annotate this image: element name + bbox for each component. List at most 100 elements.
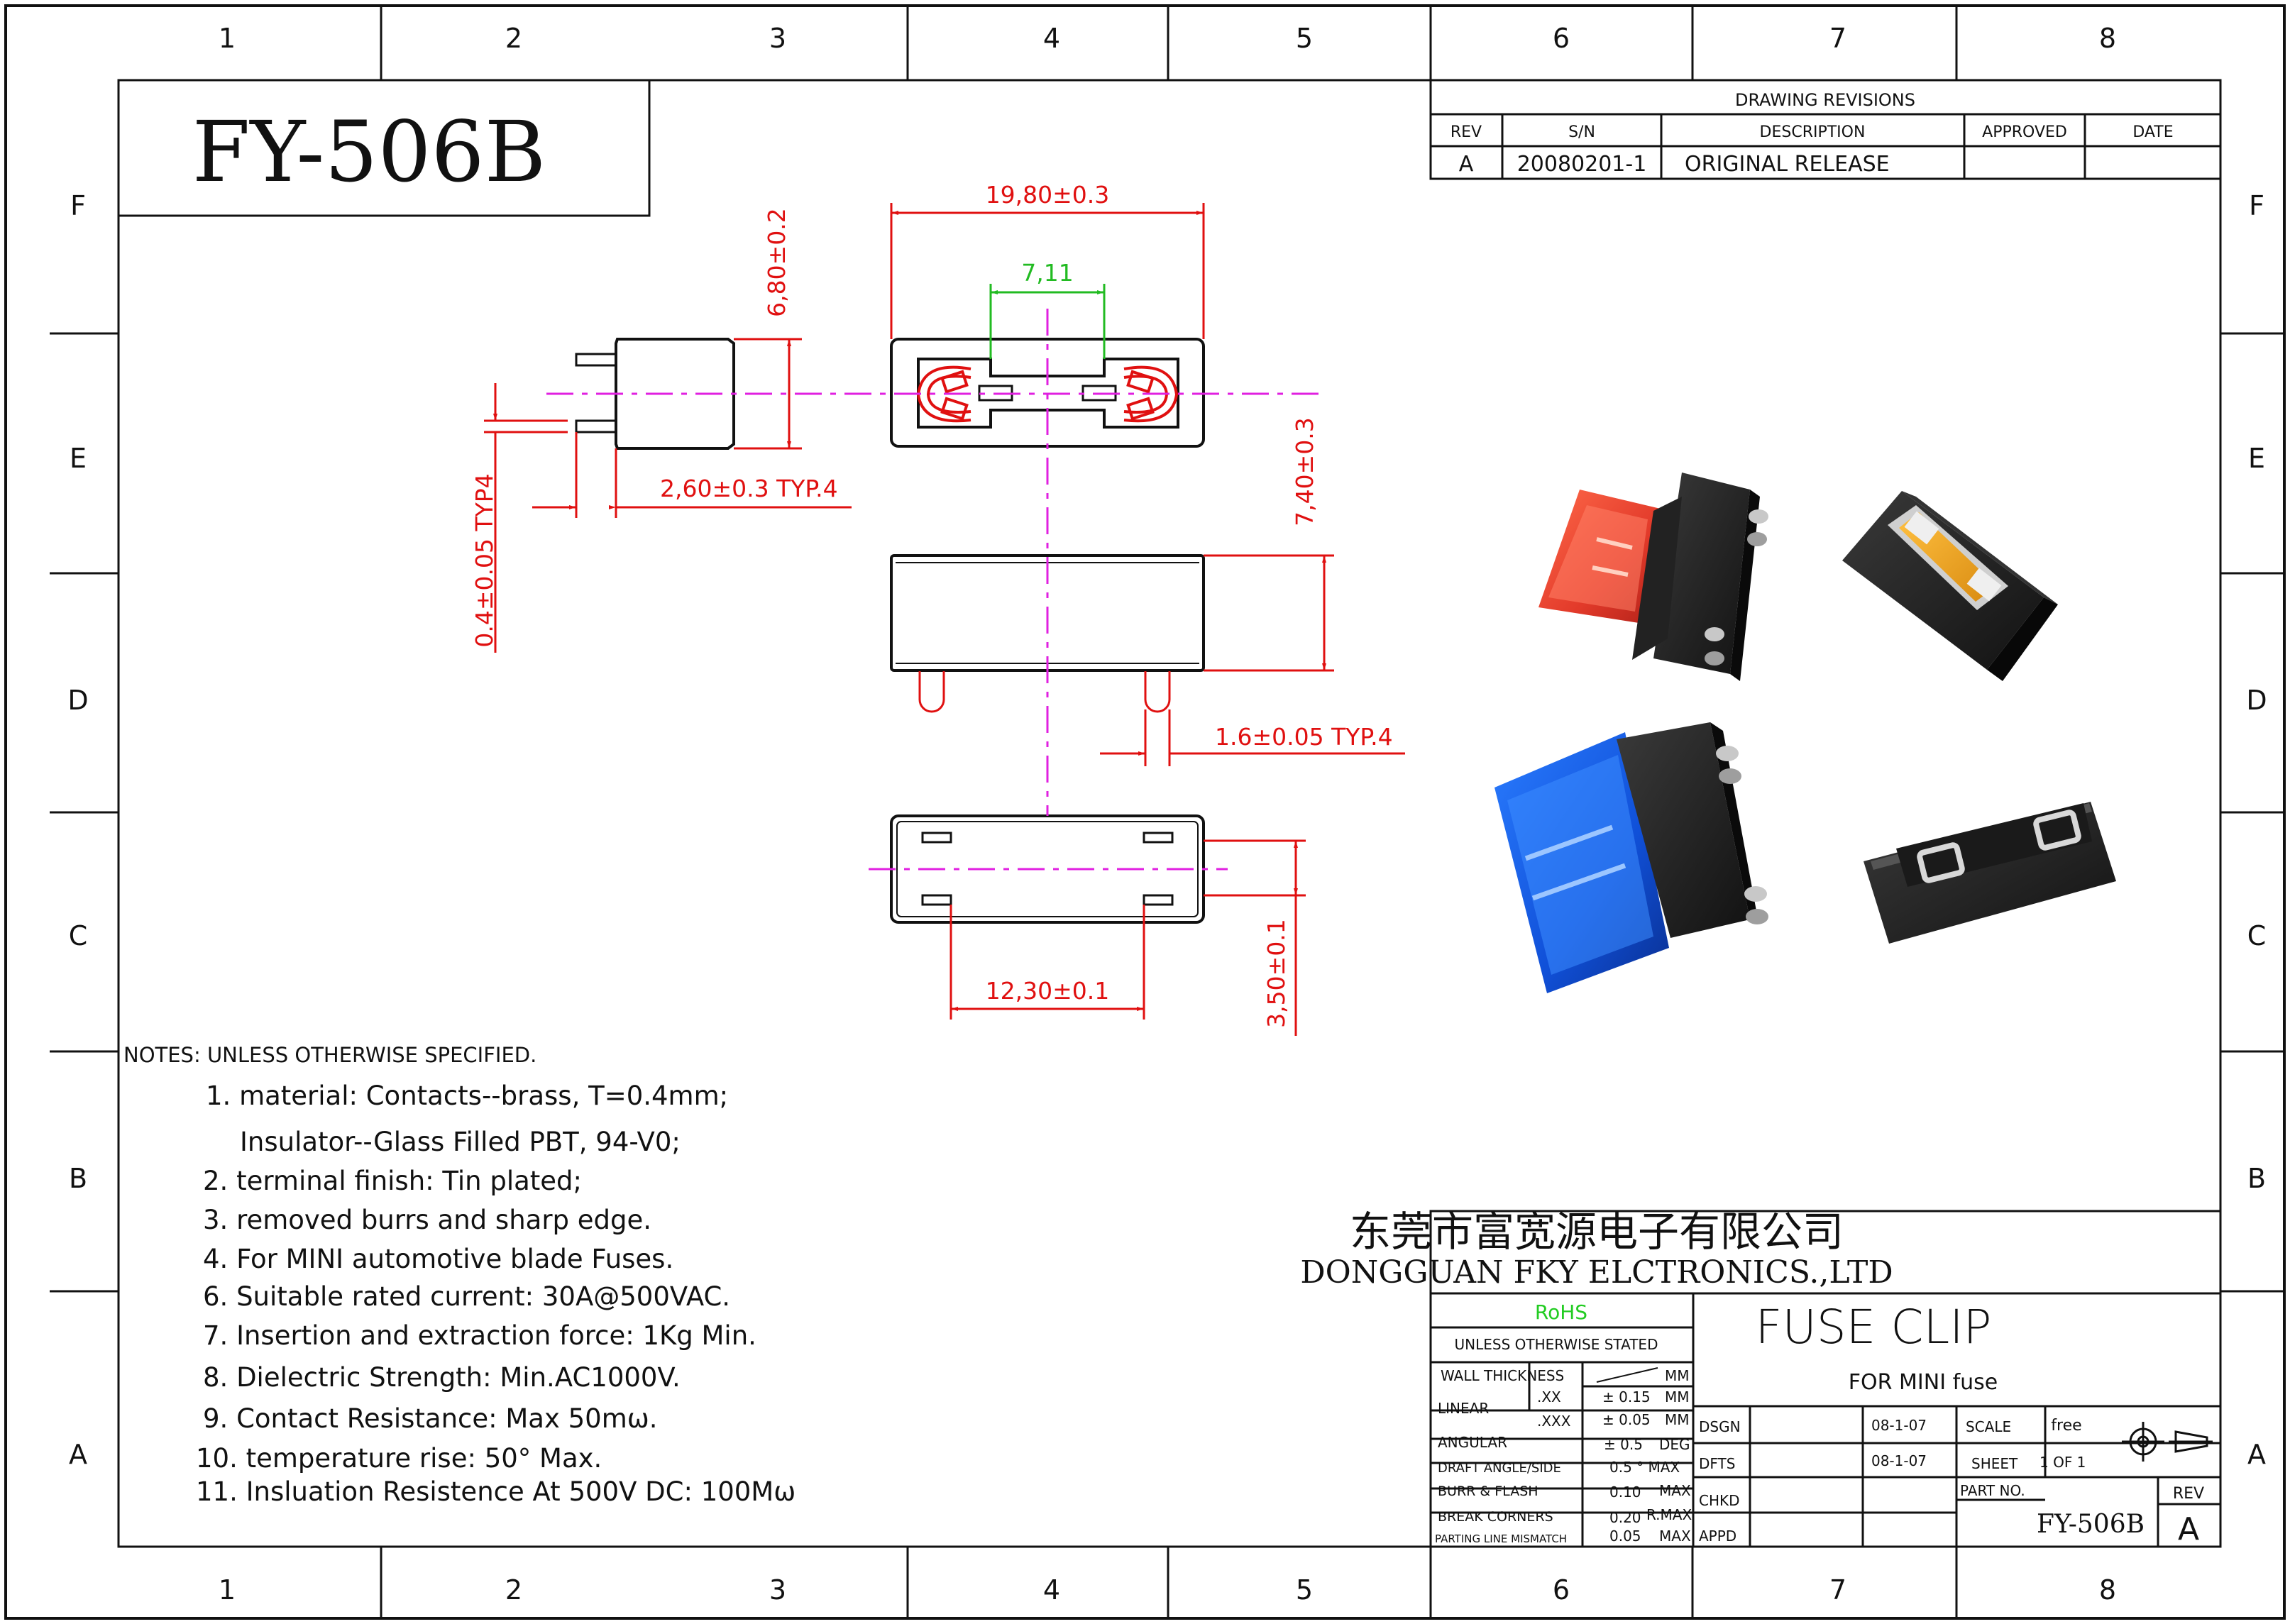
date-col-header: DATE	[2132, 123, 2173, 141]
scale-value: free	[2051, 1417, 2081, 1435]
zone-ticks	[50, 6, 2284, 1618]
zone-col-bottom: 6	[1553, 1574, 1570, 1606]
dim-length: 19,80±0.3	[986, 181, 1110, 209]
mm-unit: MM	[1665, 1411, 1690, 1428]
part-number-title: FY-506B	[192, 103, 546, 201]
notes-header: NOTES: UNLESS OTHERWISE SPECIFIED.	[123, 1043, 536, 1067]
zone-col-top: 4	[1043, 23, 1060, 54]
zone-row-left: D	[67, 685, 88, 716]
drawing-title: FUSE CLIP	[1756, 1300, 1992, 1354]
unless-stated: UNLESS OTHERWISE STATED	[1455, 1336, 1658, 1353]
pins	[918, 671, 1171, 713]
photo-red-fuse-in-holder	[1538, 473, 1768, 681]
angular-tolerance: ± 0.5	[1604, 1436, 1643, 1453]
break-corners-label: BREAK CORNERS	[1438, 1509, 1553, 1525]
mm-unit: MM	[1665, 1388, 1690, 1405]
note-item: 4. For MINI automotive blade Fuses.	[203, 1244, 673, 1274]
note-item: 1. material: Contacts--brass, T=0.4mm;	[206, 1081, 728, 1111]
zone-col-top: 1	[219, 23, 236, 54]
rev-col-header: REV	[1450, 123, 1482, 141]
chkd-label: CHKD	[1699, 1492, 1740, 1509]
zone-row-left: A	[69, 1439, 87, 1470]
wall-thickness-label: WALL THICKNESS	[1441, 1367, 1564, 1384]
deg-unit: DEG	[1659, 1436, 1690, 1453]
zone-col-top: 3	[769, 23, 786, 54]
drawing-subtitle: FOR MINI fuse	[1849, 1370, 1998, 1395]
angular-label: ANGULAR	[1438, 1434, 1507, 1451]
note-item: Insulator--Glass Filled PBT, 94-V0;	[240, 1127, 681, 1157]
dim-terminal-offset: 2,60±0.3 TYP.4	[660, 475, 838, 502]
xxx-label: .XXX	[1537, 1413, 1571, 1430]
xxx-tolerance: ± 0.05	[1602, 1411, 1651, 1428]
centerlines	[546, 309, 1320, 871]
zone-col-top: 2	[505, 23, 522, 54]
description-col-header: DESCRIPTION	[1760, 123, 1866, 141]
wall-thickness-line	[1596, 1367, 1658, 1383]
zone-col-bottom: 7	[1829, 1574, 1846, 1606]
rev-label: REV	[2173, 1485, 2204, 1503]
dim-pin-width: 1.6±0.05 TYP.4	[1215, 723, 1393, 751]
zone-col-bottom: 4	[1043, 1574, 1060, 1606]
max-unit: MAX	[1659, 1528, 1691, 1545]
zone-row-left: F	[70, 190, 86, 221]
zone-row-right: F	[2249, 190, 2264, 221]
sheet-label: SHEET	[1971, 1455, 2018, 1472]
burr-flash-label: BURR & FLASH	[1438, 1484, 1538, 1499]
zone-row-left: B	[69, 1163, 87, 1194]
sheet-value: 1 OF 1	[2039, 1454, 2086, 1471]
zone-row-right: B	[2247, 1163, 2266, 1194]
dim-pin-pitch: 12,30±0.1	[986, 977, 1110, 1005]
zone-col-top: 5	[1296, 23, 1313, 54]
xx-tolerance: ± 0.15	[1602, 1388, 1651, 1405]
note-item: 8. Dielectric Strength: Min.AC1000V.	[203, 1362, 681, 1393]
dim-row-pitch: 3,50±0.1	[1262, 919, 1290, 1028]
dim-center-gap: 7,11	[1021, 259, 1073, 287]
zone-row-right: C	[2247, 920, 2267, 951]
zone-col-bottom: 2	[505, 1574, 522, 1606]
zone-row-right: E	[2248, 443, 2265, 474]
notes-section: NOTES: UNLESS OTHERWISE SPECIFIED. 1. ma…	[123, 1043, 796, 1507]
zone-col-top: 7	[1829, 23, 1846, 54]
parting-line-value: 0.05	[1609, 1528, 1641, 1545]
revisions-text: DRAWING REVISIONS REV S/N DESCRIPTION AP…	[1450, 90, 2174, 177]
dimension-lines	[484, 203, 1405, 1036]
rohs-mark: RoHS	[1535, 1300, 1587, 1324]
dim-body-height: 7,40±0.3	[1291, 417, 1319, 526]
break-corners-value: 0.20	[1609, 1509, 1641, 1526]
xx-label: .XX	[1537, 1388, 1561, 1405]
rmax-unit: R.MAX	[1646, 1506, 1692, 1523]
zone-col-bottom: 1	[219, 1574, 236, 1606]
sn-cell: 20080201-1	[1517, 152, 1647, 177]
dfts-label: DFTS	[1699, 1455, 1735, 1472]
dsgn-date: 08-1-07	[1871, 1417, 1927, 1434]
rev-value: A	[2178, 1511, 2199, 1547]
sn-col-header: S/N	[1568, 123, 1595, 141]
note-item: 3. removed burrs and sharp edge.	[203, 1205, 651, 1235]
part-no-value: FY-506B	[2037, 1510, 2145, 1539]
title-block-grid	[1429, 1210, 2222, 1548]
photo-blue-fuse-in-holder	[1494, 722, 1768, 993]
dim-height-top: 6,80±0.2	[763, 208, 791, 317]
revisions-heading: DRAWING REVISIONS	[1735, 90, 1915, 110]
mm-unit: MM	[1665, 1367, 1690, 1384]
linear-label: LINEAR	[1438, 1400, 1489, 1417]
parting-line-label: PARTING LINE MISMATCH	[1435, 1532, 1567, 1545]
zone-row-left: E	[70, 443, 87, 474]
draft-angle-label: DRAFT ANGLE/SIDE	[1438, 1461, 1561, 1476]
photo-yellow-fuse-top	[1842, 491, 2058, 681]
zone-col-bottom: 8	[2099, 1574, 2116, 1606]
note-item: 7. Insertion and extraction force: 1Kg M…	[203, 1320, 756, 1351]
title-block-text: 东莞市富宽源电子有限公司 DONGGUAN FKY ELCTRONICS.,LT…	[1300, 1208, 2204, 1547]
projection-symbol-icon	[2122, 1422, 2213, 1462]
zone-col-bottom: 3	[769, 1574, 786, 1606]
dfts-date: 08-1-07	[1871, 1452, 1927, 1469]
revisions-table	[1429, 79, 2222, 180]
dsgn-label: DSGN	[1699, 1418, 1741, 1435]
note-item: 6. Suitable rated current: 30A@500VAC.	[203, 1281, 730, 1312]
photo-holder-open-top	[1864, 802, 2116, 944]
note-item: 2. terminal finish: Tin plated;	[203, 1166, 582, 1196]
dim-terminal-thickness: 0.4±0.05 TYP4	[470, 473, 498, 647]
note-item: 9. Contact Resistance: Max 50mω.	[203, 1403, 658, 1434]
rev-cell: A	[1459, 152, 1474, 177]
zone-row-left: C	[69, 920, 88, 951]
